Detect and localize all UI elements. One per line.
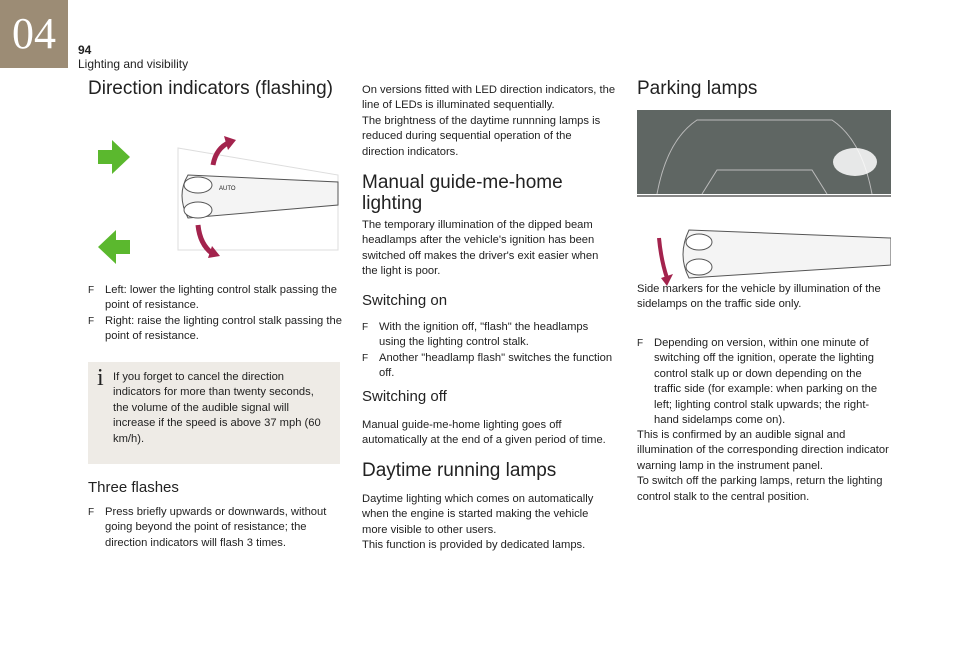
auto-label: AUTO (219, 186, 236, 192)
heading-parking-lamps: Parking lamps (637, 78, 758, 99)
heading-switching-off: Switching off (362, 388, 447, 405)
info-box: i If you forget to cancel the direction … (88, 362, 340, 464)
parking-illustration (637, 110, 891, 286)
switching-off-text: Manual guide-me-home lighting goes off a… (362, 419, 606, 447)
info-icon: i (97, 365, 104, 391)
heading-daytime-running-lamps: Daytime running lamps (362, 460, 557, 481)
bullet-on-2: Another "headlamp flash" switches the fu… (362, 351, 616, 382)
indicator-bullets: Left: lower the lighting control stalk p… (88, 283, 342, 345)
chapter-tab: 04 (0, 0, 68, 68)
led-intro: On versions fitted with LED direction in… (362, 84, 616, 158)
heading-guide-me-home: Manual guide-me-home lighting (362, 172, 563, 214)
side-markers-text: Side markers for the vehicle by illumina… (637, 283, 881, 311)
heading-three-flashes: Three flashes (88, 479, 179, 496)
heading-switching-on: Switching on (362, 292, 448, 309)
parking-bullets: Depending on version, within one minute … (637, 336, 891, 428)
arrow-right-icon (98, 140, 130, 174)
parking-confirm-text: This is confirmed by an audible signal a… (637, 429, 889, 503)
stalk-illustration: AUTO (98, 136, 339, 264)
bullet-three-flashes: Press briefly upwards or downwards, with… (88, 505, 342, 551)
bullet-parking: Depending on version, within one minute … (637, 336, 891, 428)
bullet-right: Right: raise the lighting control stalk … (88, 314, 342, 345)
page-number: 94 (78, 43, 92, 57)
bullet-on-1: With the ignition off, "flash" the headl… (362, 320, 616, 351)
info-text: If you forget to cancel the direction in… (113, 371, 321, 445)
section-title: Lighting and visibility (78, 57, 189, 71)
drl-text: Daytime lighting which comes on automati… (362, 493, 594, 552)
heading-direction-indicators: Direction indicators (flashing) (88, 78, 333, 99)
arrow-left-icon (98, 230, 130, 264)
guide-text: The temporary illumination of the dipped… (362, 219, 599, 278)
arrow-down-icon (661, 274, 673, 286)
bullet-left: Left: lower the lighting control stalk p… (88, 283, 342, 314)
switching-on-bullets: With the ignition off, "flash" the headl… (362, 320, 616, 382)
three-flashes-bullets: Press briefly upwards or downwards, with… (88, 505, 342, 551)
